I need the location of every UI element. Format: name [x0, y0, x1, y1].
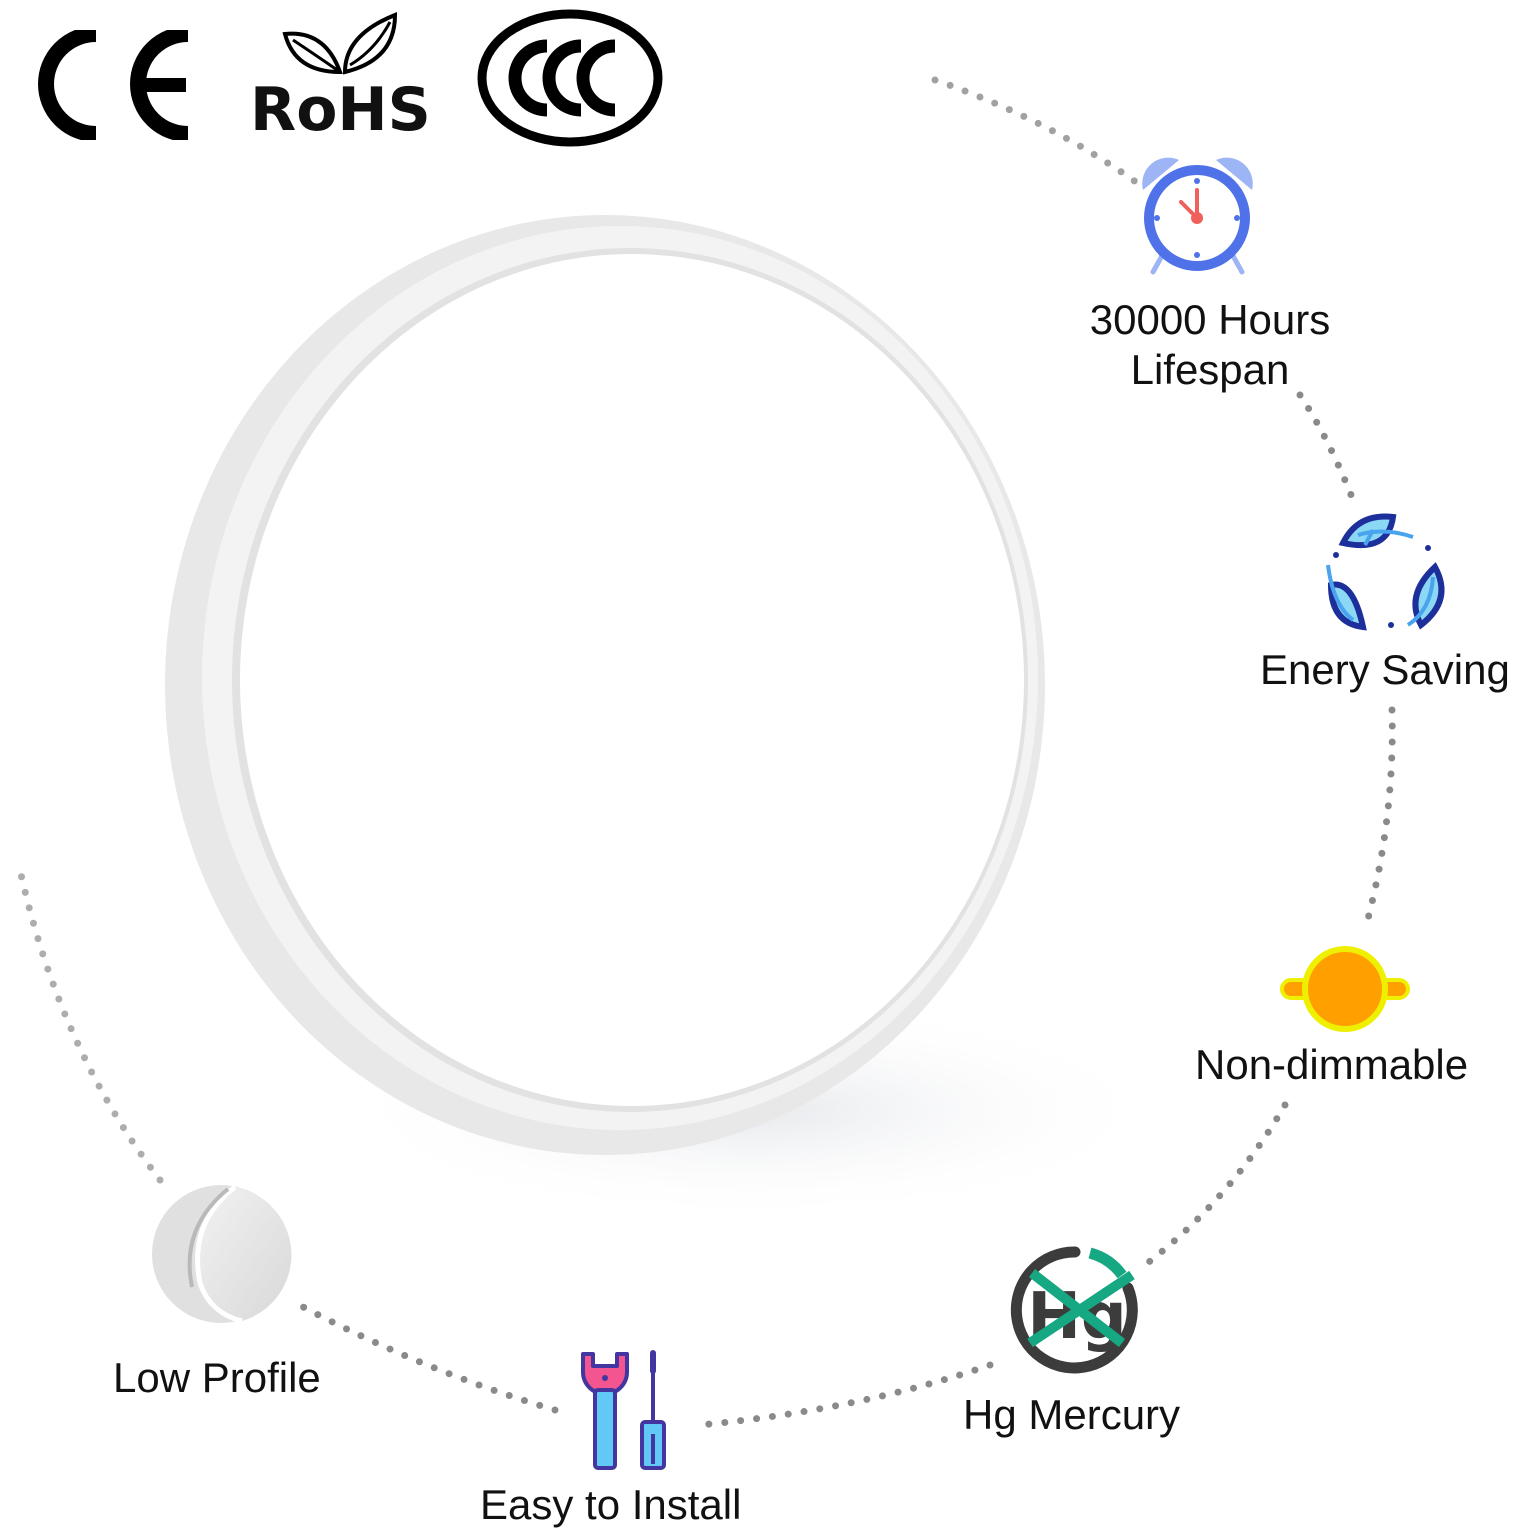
low-profile-label: Low Profile	[113, 1354, 321, 1401]
recycle-leaves-icon	[1323, 505, 1463, 635]
ceiling-light-product-image	[150, 210, 1110, 1210]
feature-energy-saving: Enery Saving	[1255, 500, 1536, 700]
no-mercury-icon: Hg	[1010, 1243, 1145, 1378]
lifespan-label-line1: 30000 Hours	[1089, 296, 1331, 343]
feature-easy-install: Easy to Install	[470, 1345, 780, 1535]
energy-saving-label: Enery Saving	[1260, 646, 1510, 693]
non-dimmable-label: Non-dimmable	[1195, 1041, 1469, 1088]
feature-lifespan: 30000 Hours Lifespan	[1060, 150, 1360, 400]
sun-bulb-icon	[1280, 945, 1410, 1035]
leaves-icon	[282, 12, 398, 75]
wrench-icon	[581, 1352, 629, 1470]
feature-non-dimmable: Non-dimmable	[1185, 940, 1505, 1090]
feature-mercury-free: Hg Hg Mercury	[955, 1240, 1225, 1450]
certification-logos: CE RoHS CCC	[30, 0, 690, 160]
alarm-clock-icon	[1135, 150, 1260, 280]
mercury-label: Hg Mercury	[963, 1391, 1181, 1438]
ccc-mark-logo: CCC	[475, 8, 665, 148]
ce-mark-logo: CE	[38, 30, 198, 140]
screwdriver-icon	[640, 1350, 666, 1470]
tools-icon	[575, 1348, 670, 1473]
rohs-text: RoHS	[250, 75, 431, 145]
rohs-logo: RoHS	[245, 10, 431, 150]
feature-low-profile: Low Profile	[105, 1180, 355, 1410]
low-profile-icon	[150, 1183, 292, 1325]
lifespan-label-line2: Lifespan	[1130, 346, 1290, 393]
easy-install-label: Easy to Install	[480, 1481, 742, 1528]
